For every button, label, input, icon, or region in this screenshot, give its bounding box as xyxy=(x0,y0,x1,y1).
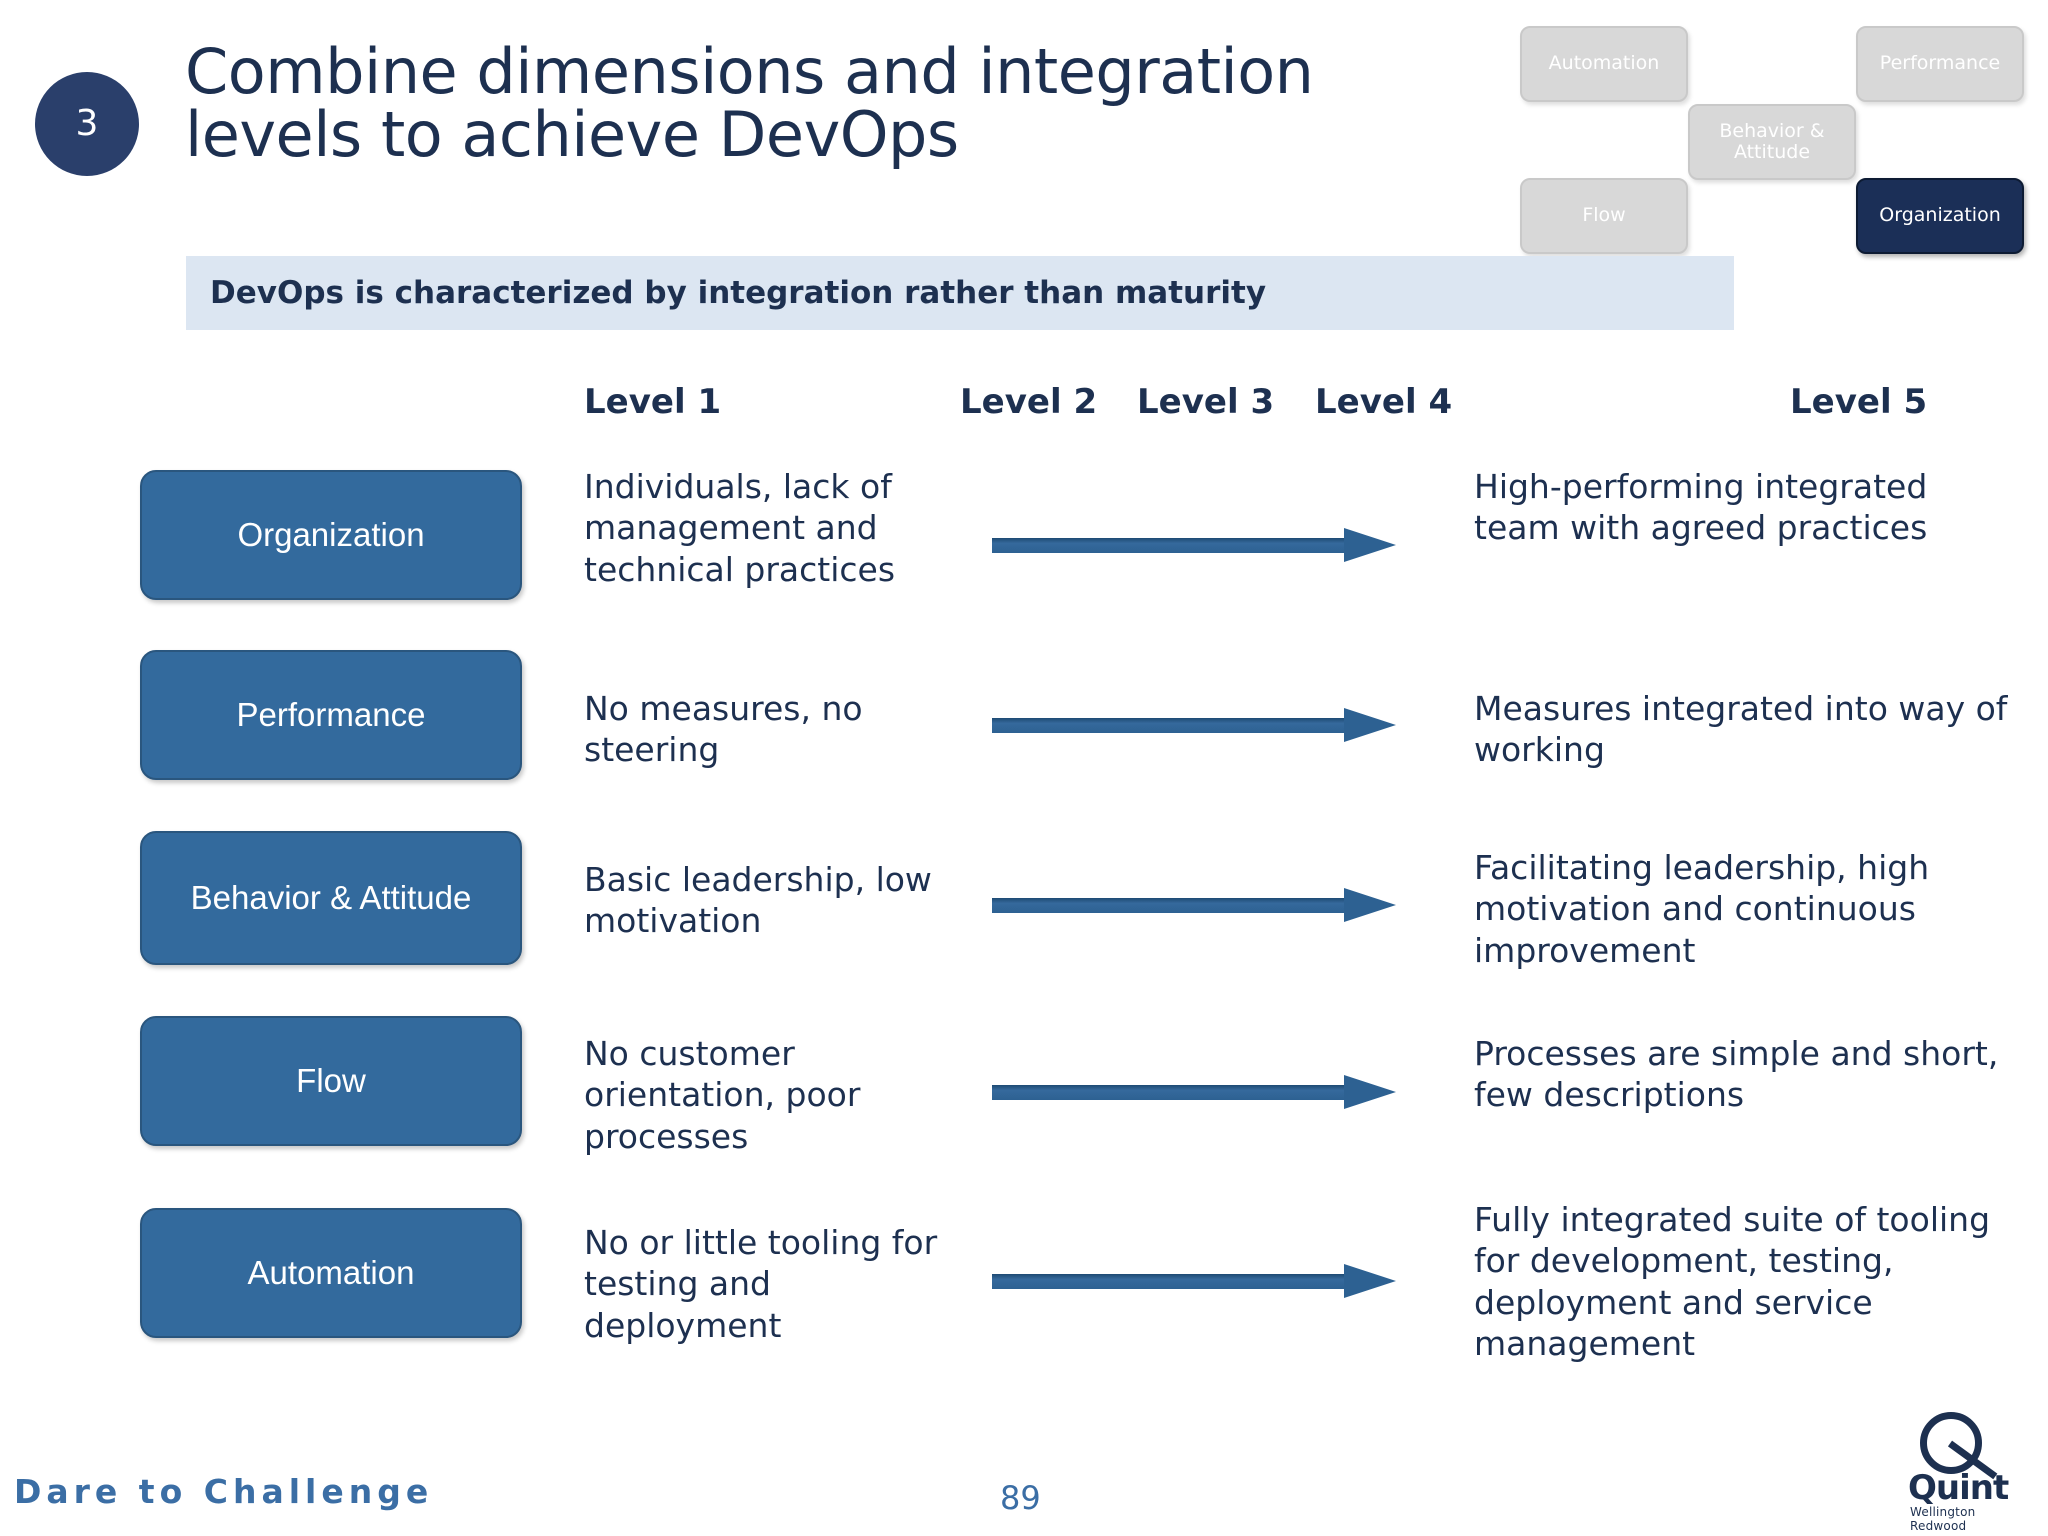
footer-tagline: Dare to Challenge xyxy=(14,1472,434,1511)
dimension-box-flow[interactable]: Flow xyxy=(140,1016,522,1146)
dimension-box-behavior-attitude[interactable]: Behavior & Attitude xyxy=(140,831,522,965)
arrow-head-icon xyxy=(1344,1264,1396,1298)
arrow-shaft-icon xyxy=(992,718,1352,733)
dimension-box-organization[interactable]: Organization xyxy=(140,470,522,600)
arrow-shaft-icon xyxy=(992,538,1352,553)
dimension-box-automation-label: Automation xyxy=(247,1253,415,1291)
level-header-2: Level 2 xyxy=(960,382,1098,422)
arrow-head-icon xyxy=(1344,708,1396,742)
slide-number-badge: 3 xyxy=(35,72,139,176)
footer-page-number: 89 xyxy=(1000,1479,1041,1517)
dimension-box-flow-label: Flow xyxy=(296,1061,366,1099)
level-header-4: Level 4 xyxy=(1315,382,1453,422)
level-header-5: Level 5 xyxy=(1790,382,1928,422)
nav-chip-organization-label: Organization xyxy=(1879,204,2001,227)
level1-text-organization: Individuals, lack of management and tech… xyxy=(584,467,896,589)
dimension-box-automation[interactable]: Automation xyxy=(140,1208,522,1338)
level5-text-behavior-attitude: Facilitating leadership, high motivation… xyxy=(1474,848,1930,970)
progress-arrow-organization xyxy=(992,528,1412,562)
arrow-shaft-icon xyxy=(992,1085,1352,1100)
dimension-box-performance[interactable]: Performance xyxy=(140,650,522,780)
nav-chip-automation-label: Automation xyxy=(1548,52,1660,75)
progress-arrow-behavior-attitude xyxy=(992,888,1412,922)
nav-chip-flow[interactable]: Flow xyxy=(1520,178,1688,254)
page-title-line-1: Combine dimensions and integration xyxy=(185,35,1314,108)
subtitle-banner: DevOps is characterized by integration r… xyxy=(186,256,1734,330)
brand-logo: Quint Wellington Redwood xyxy=(1900,1412,2032,1533)
level5-text-organization: High-performing integrated team with agr… xyxy=(1474,467,1928,548)
subtitle-text: DevOps is characterized by integration r… xyxy=(210,275,1267,311)
arrow-head-icon xyxy=(1344,1075,1396,1109)
level5-text-automation: Fully integrated suite of tooling for de… xyxy=(1474,1200,1991,1363)
level1-text-flow: No customer orientation, poor processes xyxy=(584,1034,861,1156)
page-title-line-2: levels to achieve DevOps xyxy=(185,98,959,172)
nav-chip-performance-label: Performance xyxy=(1879,52,2001,75)
nav-chip-automation[interactable]: Automation xyxy=(1520,26,1688,102)
progress-arrow-performance xyxy=(992,708,1412,742)
level5-text-flow: Processes are simple and short, few desc… xyxy=(1474,1034,1999,1115)
dimension-box-behavior-attitude-label: Behavior & Attitude xyxy=(190,878,472,916)
arrow-head-icon xyxy=(1344,888,1396,922)
level1-text-performance: No measures, no steering xyxy=(584,689,863,770)
dimension-box-organization-label: Organization xyxy=(237,515,425,553)
arrow-shaft-icon xyxy=(992,1274,1352,1289)
brand-logo-name: Quint xyxy=(1908,1468,2009,1508)
level5-text-performance: Measures integrated into way of working xyxy=(1474,689,2008,770)
brand-logo-subtitle: Wellington Redwood xyxy=(1910,1505,1976,1533)
level-header-3: Level 3 xyxy=(1137,382,1275,422)
nav-chip-flow-label: Flow xyxy=(1582,204,1626,227)
page-title: Combine dimensions and integration level… xyxy=(185,35,1485,172)
arrow-shaft-icon xyxy=(992,898,1352,913)
nav-chip-performance[interactable]: Performance xyxy=(1856,26,2024,102)
level1-text-behavior-attitude: Basic leadership, low motivation xyxy=(584,860,932,941)
slide-number-text: 3 xyxy=(75,103,99,144)
progress-arrow-flow xyxy=(992,1075,1412,1109)
dimension-box-performance-label: Performance xyxy=(236,695,426,733)
progress-arrow-automation xyxy=(992,1264,1412,1298)
nav-chip-behavior-attitude-label: Behavior & Attitude xyxy=(1719,119,1825,163)
dimension-nav: Automation Performance Behavior & Attitu… xyxy=(1520,18,2040,254)
nav-chip-behavior-attitude[interactable]: Behavior & Attitude xyxy=(1688,104,1856,180)
level-header-1: Level 1 xyxy=(584,382,722,422)
nav-chip-organization[interactable]: Organization xyxy=(1856,178,2024,254)
arrow-head-icon xyxy=(1344,528,1396,562)
level1-text-automation: No or little tooling for testing and dep… xyxy=(584,1223,938,1345)
quint-circle-icon xyxy=(1920,1412,1982,1474)
